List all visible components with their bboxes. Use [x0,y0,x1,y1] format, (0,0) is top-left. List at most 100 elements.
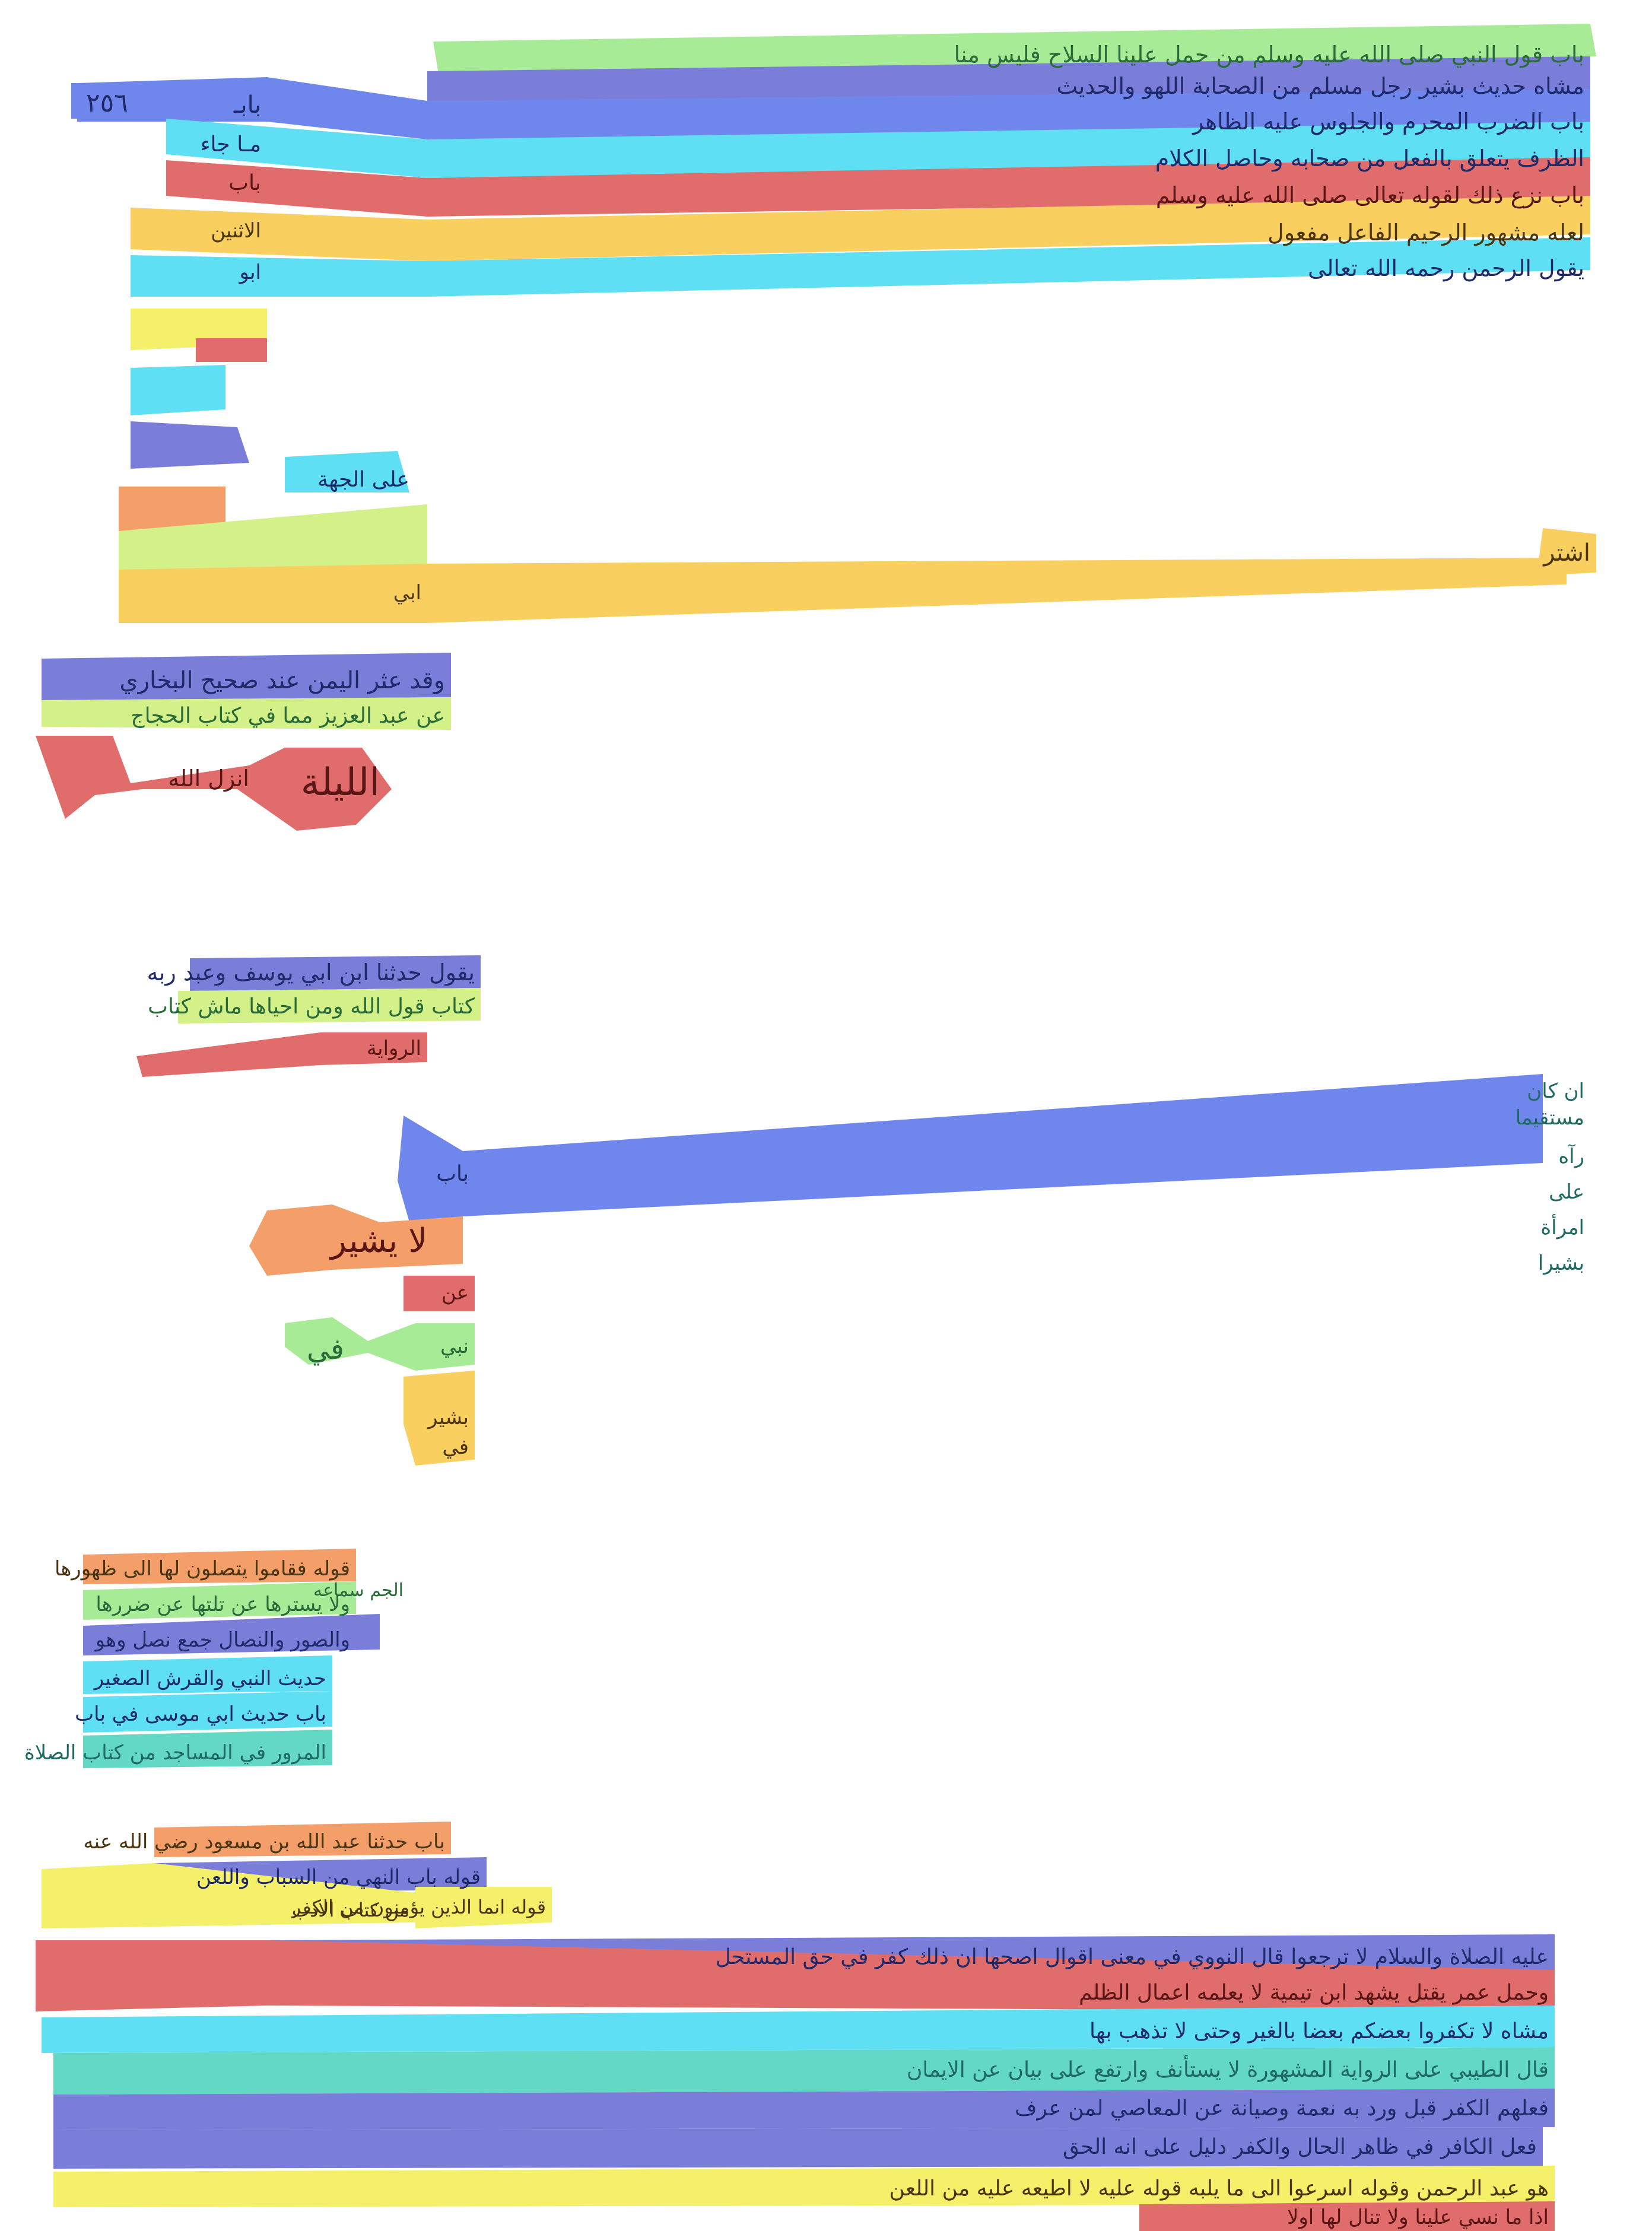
margin-band-orange [119,487,225,531]
b5-line-5: باب حديث ابي موسى في باب [75,1702,326,1726]
b5-line-6: المرور في المساجد من كتاب الصلاة [24,1741,326,1765]
b4-margin-2: عن [441,1281,469,1305]
b2-line-1: وقد عثر اليمن عند صحيح البخاري [119,667,445,694]
band-teal-b5 [83,1730,332,1768]
margin-word-1: بابـ [233,91,261,119]
b5-line-3: والصور والنصال جمع نصل وهو [94,1628,350,1652]
band-bottom-red2 [1139,2201,1555,2231]
band-bottom-purple2 [53,2089,1555,2130]
band-orange-b5 [83,1549,356,1584]
band-bottom-red [36,1940,1555,2011]
band-purple-b3 [190,955,481,991]
band-bottom-yellow [53,2166,1555,2207]
right-note-line: رآه [1558,1144,1584,1168]
note-gold [1537,528,1596,576]
band-orange-head [154,1822,451,1857]
band-lime-b3 [178,988,481,1024]
b4-margin-3: نبي [440,1334,469,1358]
bottom-line-7: هو عبد الرحمن وقوله اسرعوا الى ما يلبه ق… [889,2176,1549,2201]
b4-margin-1: باب [436,1162,469,1186]
margin-word-5: ابو [239,260,261,284]
bottom-line-8: اذا ما نسي علينا ولا تنال لها اولا [1287,2205,1549,2229]
b2-big-word: الليلة [301,761,380,805]
band-bottom-teal [53,2047,1555,2095]
band-purple-b2 [42,653,451,700]
bottom-block: باب حدثنا عبد الله بن مسعود رضي الله عنه… [36,1822,1555,2231]
right-note-line: ان كان [1527,1079,1584,1103]
band-red-b2 [36,736,392,831]
top-line-4: الظرف يتعلق بالفعل من صحابه وحاصل الكلام [1155,145,1584,172]
band-gold-1 [131,196,1590,261]
b3-line-1: يقول حدثنا ابن ابي يوسف وعبد ربه [147,959,475,986]
top-line-3: باب الضرب المحرم والجلوس عليه الظاهر [1192,109,1584,135]
band-blue-long [398,1074,1543,1222]
band-cyan-2 [131,237,1590,297]
b2-line-3: انزل الله [168,765,249,792]
top-line-7: يقول الرحمن رحمه الله تعالى [1308,255,1584,282]
b5-margin-note: الجم سماعه [313,1580,404,1601]
band-bottom-cyan [42,2006,1555,2053]
band-red-b3 [136,1032,427,1077]
band-blue-1 [77,77,1590,139]
band-cyan-b5b [83,1691,332,1733]
block-4: لا يشير في باب عن نبي بشير في ان كان مست… [249,1074,1584,1466]
bottom-head-4: قوله انما الذين يؤمنون من الكفر [291,1896,546,1918]
right-note-line: بشيرا [1538,1251,1584,1275]
right-note-line: مستقيما [1516,1106,1584,1130]
margin-word-7: ابي [393,581,421,605]
bottom-line-1: عليه الصلاة والسلام لا ترجعوا قال النووي… [716,1945,1549,1969]
b4-right-note: ان كان مستقيما رآه على امرأة بشيرا [1516,1079,1584,1275]
b5-line-4: حديث النبي والقرش الصغير [93,1667,326,1690]
band-cyan-1 [166,119,1590,178]
b3-line-3: الرواية [367,1037,421,1060]
band-gold-long [119,558,1567,623]
block-3: يقول حدثنا ابن ابي يوسف وعبد ربه كتاب قو… [136,955,481,1077]
bottom-head-1: باب حدثنا عبد الله بن مسعود رضي الله عنه [83,1830,445,1854]
margin-word-2: مـا جاء [201,132,261,157]
bottom-line-4: قال الطيبي على الرواية المشهورة لا يستأن… [907,2055,1549,2082]
margin-band-red [196,338,267,362]
bottom-line-2: وحمل عمر يقتل يشهد ابن تيمية لا يعلمه اع… [1079,1981,1549,2005]
b4-margin-5: في [442,1435,469,1459]
band-cyan-b5 [83,1655,332,1694]
b4-margin-4: بشير [427,1406,469,1429]
band-green-b5 [83,1581,356,1620]
band-yellow-head2 [415,1887,552,1928]
band-lime-b2 [42,697,451,730]
margin-word-3: باب [228,171,261,195]
bottom-line-5: فعلهم الكفر قبل ورد به نعمة وصيانة عن ال… [1015,2096,1549,2121]
margin-band-cyan-small [285,451,409,492]
b4-small-word: في [307,1333,344,1366]
page-number: ٢٥٦ [71,83,178,119]
svg-text:٢٥٦: ٢٥٦ [86,88,128,118]
top-line-5: باب نزع ذلك لقوله تعالى صلى الله عليه وس… [1156,182,1584,209]
bottom-line-3: مشاه لا تكفروا بعضكم بعضا بالغير وحتى لا… [1089,2019,1549,2044]
band-green-b4 [285,1317,475,1371]
band-gold-b4 [404,1371,475,1466]
b2-line-2: عن عبد العزيز مما في كتاب الحجاج [131,704,445,728]
right-note-line: على [1549,1180,1584,1204]
bottom-line-6: فعل الكافر في ظاهر الحال والكفر دليل على… [1063,2135,1537,2159]
band-purple-b5 [83,1614,380,1655]
margin-band-purple [131,421,249,469]
bottom-head-2: قوله باب النهي من السباب واللعن [196,1865,481,1889]
margin-word-4: الاثنين [211,219,261,243]
band-bottom-purple3 [53,2127,1543,2169]
block-5: قوله فقاموا يتصلون لها الى ظهورها ولا يس… [24,1549,404,1768]
margin-right-note: اشتر [1542,539,1590,567]
b3-line-2: كتاب قول الله ومن احياها ماش كتاب [148,994,475,1019]
band-yellow-head [42,1863,415,1928]
top-line-6: لعله مشهور الرحيم الفاعل مفعول [1267,220,1584,246]
right-note-line: امرأة [1540,1214,1584,1240]
b5-line-1: قوله فقاموا يتصلون لها الى ظهورها [55,1557,350,1581]
b4-big-word: لا يشير [329,1222,427,1260]
top-line-2: مشاه حديث بشير رجل مسلم من الصحابة اللهو… [1057,73,1585,100]
top-line-1: باب قول النبي صلى الله عليه وسلم من حمل … [954,42,1584,68]
margin-band-cyan [131,365,225,415]
band-green-1 [433,24,1596,77]
band-red-1 [166,157,1590,217]
band-red-b4 [404,1276,475,1311]
b5-line-2: ولا يسترها عن تلتها عن ضررها [96,1593,350,1616]
block-2: وقد عثر اليمن عند صحيح البخاري عن عبد ال… [36,653,451,831]
